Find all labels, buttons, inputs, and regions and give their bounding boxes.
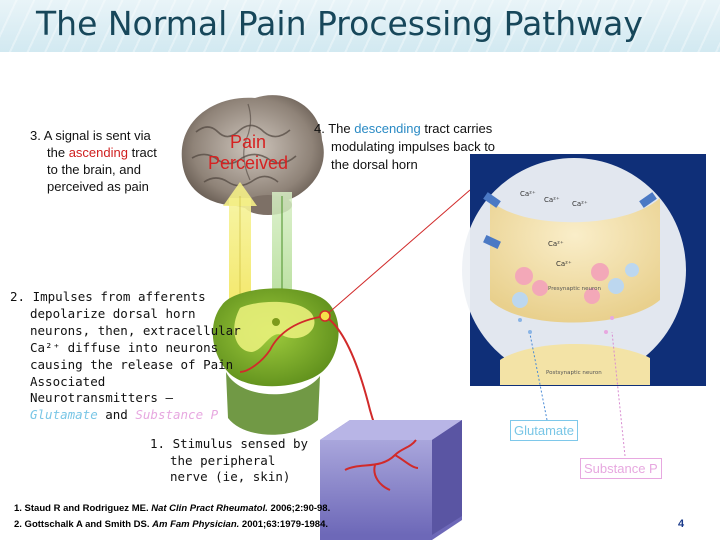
spinal-cord-illustration [212,288,339,435]
ref2-journal: Am Fam Physician. [152,519,240,530]
step4-number: 4. [314,121,325,136]
step4-line3: the dorsal horn [331,157,418,172]
step4-line1-pre: The [328,121,355,136]
ref1-post: 2006;2:90-98. [267,503,331,514]
step4-text: 4. The descending tract carries modulati… [314,120,495,174]
ca-ion-label: Ca²⁺ [544,196,560,204]
step3-line2: the ascending tract [30,144,157,161]
step2-line1: 2. Impulses from afferents [10,289,241,306]
step1-line3: nerve (ie, skin) [170,469,291,484]
synapse-junction-marker [319,310,331,322]
glutamate-label-box: Glutamate [510,420,578,441]
substance-p-label-box: Substance P [580,458,662,479]
step3-text: 3. A signal is sent via the ascending tr… [30,127,157,195]
descending-highlight: descending [354,121,421,136]
reference-2: 2. Gottschalk A and Smith DS. Am Fam Phy… [14,519,328,530]
ca-ion-label: Ca²⁺ [572,200,588,208]
step3-line1-text: A signal is sent via [43,128,151,143]
step2-line5: causing the release of Pain [30,356,234,372]
step2-line2: depolarize dorsal horn [30,305,196,321]
ca-ion-label: Ca²⁺ [548,240,564,248]
postsynaptic-label: Postsynaptic neuron [546,370,602,376]
ca-ion-label: Ca²⁺ [520,190,536,198]
reference-1: 1. Staud R and Rodriguez ME. Nat Clin Pr… [14,503,330,514]
step2-line3: neurons, then, extracellular [30,322,241,338]
page-title: The Normal Pain Processing Pathway [36,4,643,43]
step1-line2: the peripheral [170,452,276,468]
synapse-zoom-panel [462,154,706,386]
presynaptic-label: Presynaptic neuron [548,286,602,292]
ref1-journal: Nat Clin Pract Rheumatol. [151,503,268,514]
substance-p-pointer [611,331,626,457]
step3-line1: 3. A signal is sent via [30,127,157,144]
step2-line1-text: Impulses from afferents [32,289,206,304]
step2-line7: Neurotransmitters – [30,390,173,406]
step1-line1-text: Stimulus sensed by [172,436,309,451]
step4-line1-post: tract carries [420,121,493,136]
title-band [0,0,720,52]
step2-line8: Glutamate and Substance P [10,407,241,424]
step1-number: 1. [150,436,166,451]
pain-perceived-label: Pain Perceived [208,132,288,174]
pain-label-line1: Pain [230,132,267,152]
skin-block-illustration [320,420,462,540]
step3-line4: perceived as pain [47,179,149,194]
ref1-pre: 1. Staud R and Rodriguez ME. [14,503,152,514]
page-number: 4 [678,518,685,530]
glutamate-text: Glutamate [30,407,98,423]
step3-line3: to the brain, and [47,162,141,177]
step2-number: 2. [10,289,26,304]
step3-line2-post: tract [127,145,157,160]
step4-line1: 4. The descending tract carries [314,120,495,138]
glutamate-pointer [529,333,548,421]
step3-number: 3. [30,128,41,143]
pain-label-line2: Perceived [208,153,289,173]
substance-p-text: Substance P [135,407,219,423]
ref2-pre: 2. Gottschalk A and Smith DS. [14,519,153,530]
step4-line2: modulating impulses back to [331,139,496,154]
ref2-post: 2001;63:1979-1984. [239,519,329,530]
ca-ion-label: Ca²⁺ [556,260,572,268]
step2-and: and [97,407,136,423]
step2-line6: Associated [30,373,106,389]
ascending-arrow-head [223,182,257,206]
step1-line1: 1. Stimulus sensed by [150,436,308,453]
ascending-highlight: ascending [68,145,128,160]
step3-line2-pre: the [47,145,69,160]
step2-text: 2. Impulses from afferents depolarize do… [10,289,241,424]
step2-line4: Ca²⁺ diffuse into neurons [30,339,219,355]
step1-text: 1. Stimulus sensed by the peripheral ner… [150,436,308,486]
